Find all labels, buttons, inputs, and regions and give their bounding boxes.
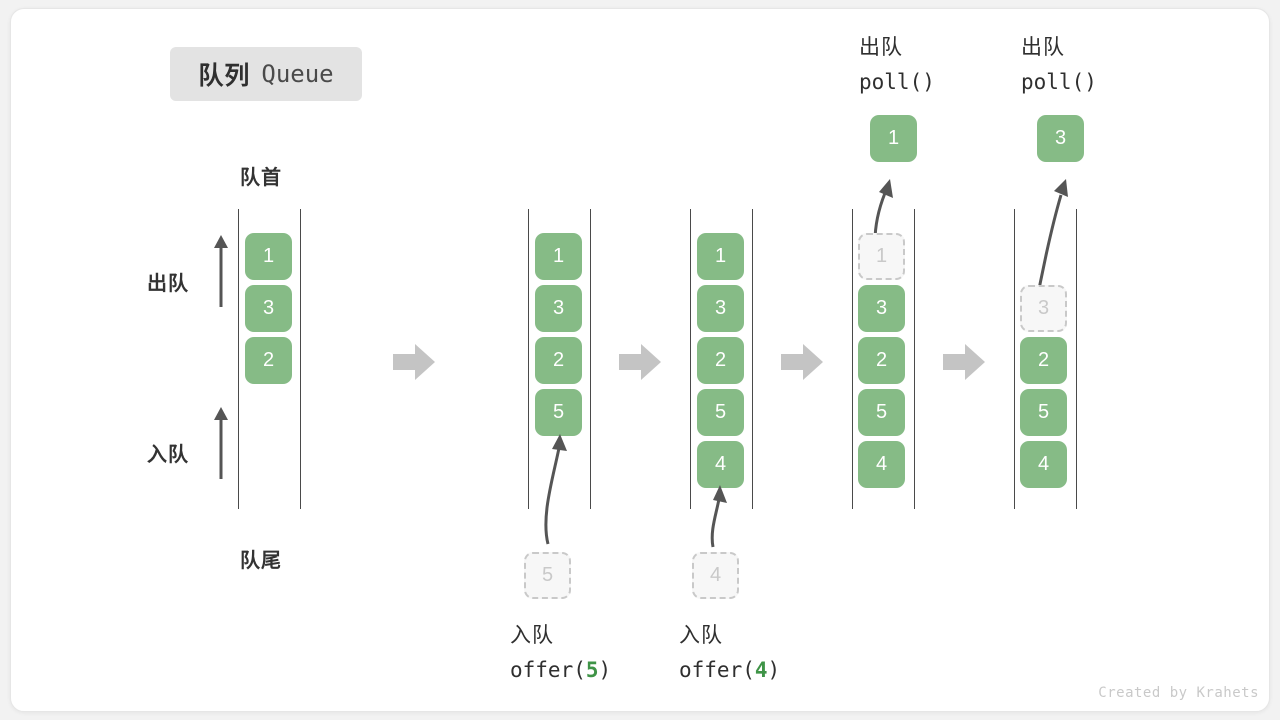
queue-item: 4 <box>858 441 905 488</box>
fn-value: 4 <box>754 658 768 682</box>
enqueue-direction-label: 入队 <box>147 444 189 466</box>
queue-item: 2 <box>245 337 292 384</box>
title-chinese: 队列 <box>198 62 251 90</box>
rail-left <box>690 209 691 509</box>
dequeue-up-arrow-icon <box>214 235 228 307</box>
dequeue-direction-label: 出队 <box>147 273 189 295</box>
title-english: Queue <box>261 60 334 88</box>
rail-left <box>1014 209 1015 509</box>
fn-prefix: offer( <box>679 658 755 682</box>
enqueue-up-arrow-icon <box>214 407 228 479</box>
enqueue-input-ghost-box: 5 <box>524 552 571 599</box>
dequeue-output-box: 3 <box>1037 115 1084 162</box>
diagram-title-badge: 队列 Queue <box>170 47 362 101</box>
dequeue-caption-cn: 出队 <box>1021 36 1065 59</box>
queue-item-new: 5 <box>535 389 582 436</box>
enqueue-caption-cn: 入队 <box>510 624 554 647</box>
queue-item-new: 4 <box>697 441 744 488</box>
queue-item: 1 <box>245 233 292 280</box>
queue-item: 2 <box>697 337 744 384</box>
queue-item: 4 <box>1020 441 1067 488</box>
fn-suffix: ) <box>598 658 612 682</box>
rail-left <box>852 209 853 509</box>
enqueue-caption-cn: 入队 <box>679 624 723 647</box>
queue-item: 3 <box>245 285 292 332</box>
queue-item: 3 <box>697 285 744 332</box>
queue-item: 1 <box>697 233 744 280</box>
rail-right <box>1076 209 1077 509</box>
queue-item: 1 <box>535 233 582 280</box>
enqueue-caption: 入队 offer(5) <box>510 619 611 687</box>
dequeue-caption: 出队 poll() <box>1021 31 1097 99</box>
dequeue-caption-fn: poll() <box>1021 70 1097 94</box>
step-arrow-icon <box>393 344 435 380</box>
fn-prefix: offer( <box>510 658 586 682</box>
fn-suffix: ) <box>767 658 781 682</box>
queue-item-removed-ghost: 1 <box>858 233 905 280</box>
diagram-card: 队列 Queue 队首 队尾 出队 入队 1 3 2 <box>10 8 1270 712</box>
enqueue-input-ghost-box: 4 <box>692 552 739 599</box>
queue-item: 5 <box>1020 389 1067 436</box>
queue-item: 2 <box>1020 337 1067 384</box>
queue-item: 2 <box>858 337 905 384</box>
enqueue-motion-arrow-icon <box>544 434 567 545</box>
watermark-credit: Created by Krahets <box>1098 685 1259 701</box>
queue-item-removed-ghost: 3 <box>1020 285 1067 332</box>
enqueue-caption-fn: offer(5) <box>510 653 611 687</box>
rail-right <box>300 209 301 509</box>
enqueue-motion-arrow-icon <box>710 485 727 548</box>
dequeue-caption: 出队 poll() <box>859 31 935 99</box>
step-arrow-icon <box>943 344 985 380</box>
rail-right <box>914 209 915 509</box>
queue-item: 3 <box>858 285 905 332</box>
rail-right <box>590 209 591 509</box>
rail-left <box>238 209 239 509</box>
dequeue-caption-cn: 出队 <box>859 36 903 59</box>
queue-item: 3 <box>535 285 582 332</box>
enqueue-caption-fn: offer(4) <box>679 653 780 687</box>
enqueue-caption: 入队 offer(4) <box>679 619 780 687</box>
rail-left <box>528 209 529 509</box>
dequeue-caption-fn: poll() <box>859 70 935 94</box>
rail-right <box>752 209 753 509</box>
step-arrow-icon <box>781 344 823 380</box>
step-arrow-icon <box>619 344 661 380</box>
queue-tail-label: 队尾 <box>240 550 282 572</box>
queue-item: 5 <box>858 389 905 436</box>
queue-item: 5 <box>697 389 744 436</box>
queue-head-label: 队首 <box>240 167 282 189</box>
diagram-stage: 队列 Queue 队首 队尾 出队 入队 1 3 2 <box>11 9 1269 711</box>
queue-item: 2 <box>535 337 582 384</box>
dequeue-output-box: 1 <box>870 115 917 162</box>
fn-value: 5 <box>585 658 599 682</box>
